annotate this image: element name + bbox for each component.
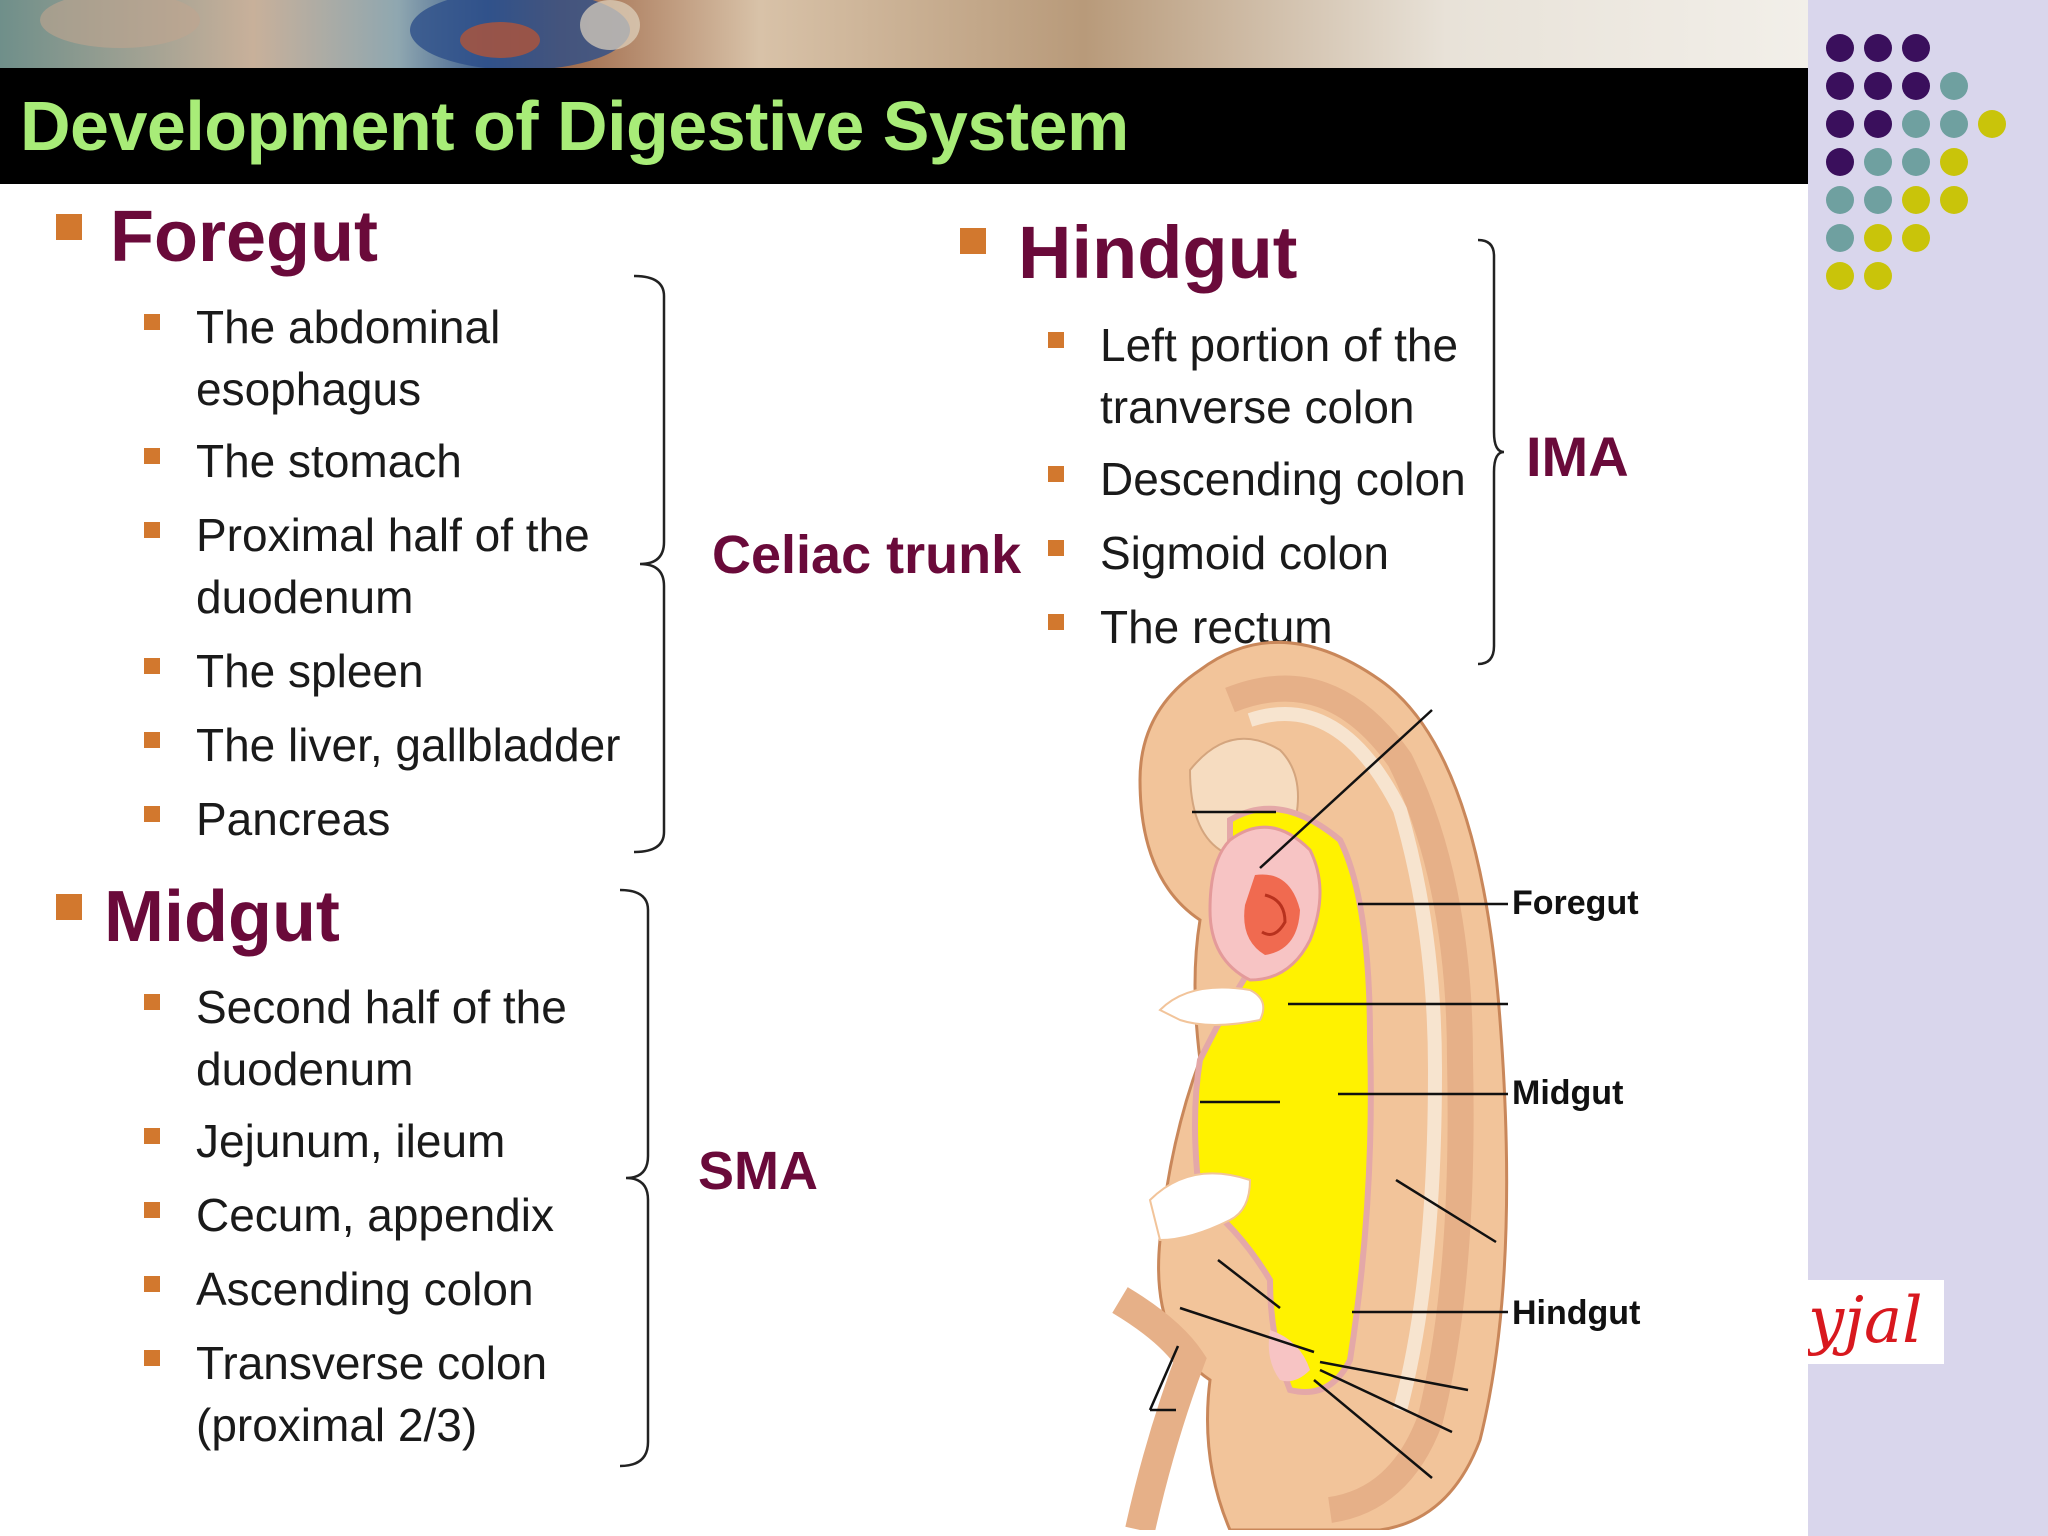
bullet-icon [56,894,82,920]
decorative-dot [1902,72,1930,100]
decorative-dot [1864,34,1892,62]
ima-label: IMA [1526,425,1629,488]
decorative-banner [0,0,1808,68]
decorative-dot [1902,148,1930,176]
list-item: Descending colon [1100,453,1466,505]
list-item: Ascending colon [196,1263,534,1315]
bullet-icon [960,228,986,254]
bullet-icon [144,522,160,538]
decorative-dot [1940,110,1968,138]
decorative-dot [1940,72,1968,100]
diagram-label-midgut: Midgut [1512,1074,1624,1112]
foregut-brace [633,274,666,854]
decorative-dot [1902,110,1930,138]
decorative-dot [1864,262,1892,290]
decorative-dot [1826,224,1854,252]
list-item: Jejunum, ileum [196,1115,506,1167]
bullet-icon [144,314,160,330]
hindgut-brace [1477,238,1505,666]
list-item: Proximal half of the [196,509,590,561]
signature-text: yjal [1808,1284,1923,1358]
decorative-dot [1940,148,1968,176]
decorative-dot [1940,186,1968,214]
decorative-dot [1826,110,1854,138]
bullet-icon [144,732,160,748]
sma-label: SMA [698,1141,818,1201]
list-item: Second half of the [196,981,567,1033]
bullet-icon [144,994,160,1010]
list-item: Transverse colon [196,1337,548,1389]
signature-stamp: yjal [1808,1280,1944,1364]
bullet-icon [144,1276,160,1292]
decorative-dot [1902,34,1930,62]
decorative-dot [1826,34,1854,62]
title-bar [0,68,1808,184]
bullet-icon [1048,332,1064,348]
list-item: tranverse colon [1100,381,1415,433]
list-item: duodenum [196,571,414,623]
embryo-gut-diagram [1112,640,1509,1530]
foregut-heading: Foregut [110,197,378,277]
list-item: The abdominal [196,301,501,353]
hindgut-heading: Hindgut [1018,211,1298,294]
list-item: esophagus [196,363,422,415]
decorative-dot [1864,72,1892,100]
bullet-icon [144,806,160,822]
bullet-icon [144,448,160,464]
bullet-icon [144,1128,160,1144]
bullet-icon [1048,466,1064,482]
list-item: Pancreas [196,793,391,845]
decorative-dot [1978,110,2006,138]
bullet-icon [144,1350,160,1366]
list-item: Cecum, appendix [196,1189,554,1241]
list-item: Sigmoid colon [1100,527,1389,579]
bullet-icon [1048,614,1064,630]
diagram-label-hindgut: Hindgut [1512,1294,1641,1332]
bullet-icon [144,1202,160,1218]
decorative-dot [1826,262,1854,290]
decorative-dot [1864,110,1892,138]
bullet-icon [144,658,160,674]
list-item: The liver, gallbladder [196,719,621,771]
list-item: duodenum [196,1043,414,1095]
midgut-brace [619,888,650,1468]
page-title: Development of Digestive System [20,87,1129,165]
decorative-dot [1902,224,1930,252]
decorative-dot [1864,148,1892,176]
decorative-dot [1826,72,1854,100]
list-item: (proximal 2/3) [196,1399,478,1451]
list-item: Left portion of the [1100,319,1459,371]
celiac-trunk-label: Celiac trunk [712,525,1022,585]
decorative-dot [1864,224,1892,252]
decorative-dot [1902,186,1930,214]
decorative-dot [1826,148,1854,176]
midgut-heading: Midgut [104,877,340,957]
diagram-label-foregut: Foregut [1512,884,1639,922]
list-item: The spleen [196,645,424,697]
bullet-icon [56,214,82,240]
decorative-dot [1826,186,1854,214]
bullet-icon [1048,540,1064,556]
list-item: The stomach [196,435,462,487]
decorative-dot [1864,186,1892,214]
banner-pattern-icon [40,0,640,68]
